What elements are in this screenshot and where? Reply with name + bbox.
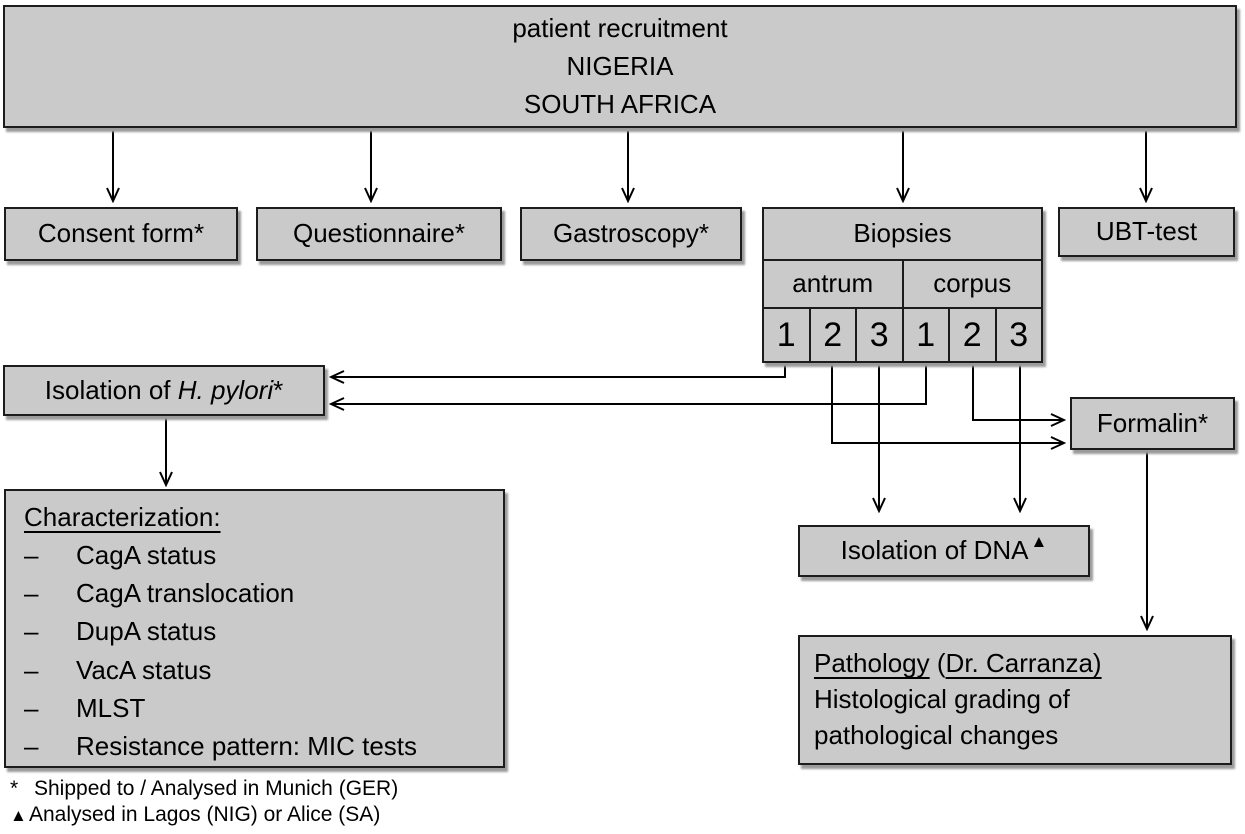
corpus-biopsy-2: 2	[950, 309, 997, 361]
footnote-asterisk: * Shipped to / Analysed in Munich (GER)	[10, 777, 398, 801]
triangle-marker: ▲	[10, 806, 27, 825]
pathology-doctor: Dr. Carranza)	[945, 648, 1102, 679]
arrow-corpus2-to-formalin	[972, 363, 1064, 420]
consent-form-label: Consent form*	[37, 218, 205, 249]
characterization-item-dupa-status: – DupA status	[24, 613, 497, 651]
biopsies-table: Biopsies antrum corpus 1 2 3 1 2 3	[762, 207, 1043, 363]
biopsies-region-row: antrum corpus	[764, 261, 1041, 309]
item-label: DupA status	[76, 616, 217, 647]
patient-recruitment-box: patient recruitment NIGERIA SOUTH AFRICA	[3, 5, 1237, 128]
characterization-item-caga-translocation: – CagA translocation	[24, 575, 497, 613]
pathology-separator: (	[929, 648, 946, 679]
dash-bullet: –	[24, 731, 39, 762]
antrum-biopsy-3: 3	[857, 309, 904, 361]
consent-form-box: Consent form*	[4, 207, 238, 261]
isolation-dna-label: Isolation of DNA	[840, 535, 1029, 566]
characterization-item-vaca-status: – VacA status	[24, 651, 497, 689]
dash-bullet: –	[24, 578, 39, 609]
dash-bullet: –	[24, 692, 39, 723]
item-label: Resistance pattern: MIC tests	[76, 731, 418, 762]
antrum-biopsy-1: 1	[764, 309, 811, 361]
corpus-biopsy-1: 1	[904, 309, 950, 361]
ubt-test-box: UBT-test	[1058, 207, 1235, 257]
characterization-item-resistance: – Resistance pattern: MIC tests	[24, 728, 497, 766]
region-antrum: antrum	[764, 261, 904, 307]
biopsies-title: Biopsies	[853, 218, 952, 249]
formalin-label: Formalin*	[1096, 407, 1209, 438]
characterization-item-mlst: – MLST	[24, 689, 497, 727]
pathology-line2: Histological grading of	[814, 684, 1070, 715]
item-label: CagA status	[76, 539, 217, 570]
footnote-triangle: ▲ Analysed in Lagos (NIG) or Alice (SA)	[10, 803, 380, 827]
region-corpus: corpus	[933, 268, 1012, 299]
footnote-triangle-text: Analysed in Lagos (NIG) or Alice (SA)	[29, 803, 381, 826]
questionnaire-label: Questionnaire*	[293, 218, 465, 249]
item-label: MLST	[76, 692, 146, 723]
biopsies-cell-row: 1 2 3 1 2 3	[764, 309, 1041, 361]
pathology-title: Pathology	[814, 648, 930, 679]
item-label: CagA translocation	[76, 578, 295, 609]
recruitment-country-south-africa: SOUTH AFRICA	[523, 88, 717, 119]
questionnaire-box: Questionnaire*	[256, 207, 502, 261]
pathology-line3: pathological changes	[814, 720, 1059, 751]
dash-bullet: –	[24, 654, 39, 685]
recruitment-country-nigeria: NIGERIA	[566, 50, 674, 81]
antrum-biopsy-2: 2	[811, 309, 857, 361]
dash-bullet: –	[24, 539, 39, 570]
gastroscopy-box: Gastroscopy*	[520, 207, 742, 261]
recruitment-title: patient recruitment	[512, 12, 728, 43]
ubt-test-label: UBT-test	[1095, 216, 1198, 247]
pathology-title-line: Pathology (Dr. Carranza)	[814, 646, 1222, 682]
dash-bullet: –	[24, 616, 39, 647]
isolation-hpylori-label: Isolation of H. pylori*	[44, 374, 284, 405]
characterization-heading: Characterization:	[24, 501, 221, 532]
asterisk-marker: *	[10, 777, 19, 800]
characterization-box: Characterization: – CagA status – CagA t…	[4, 489, 505, 768]
corpus-biopsy-3: 3	[1009, 315, 1029, 354]
triangle-footnote-marker: ▲	[1030, 531, 1048, 551]
characterization-item-caga-status: – CagA status	[24, 536, 497, 574]
isolation-dna-box: Isolation of DNA▲	[798, 525, 1090, 577]
arrow-corpus1-to-hpylori	[331, 363, 927, 404]
item-label: VacA status	[76, 654, 212, 685]
arrow-antrum2-to-formalin	[831, 363, 1064, 443]
formalin-box: Formalin*	[1070, 397, 1235, 450]
hpylori-species-italic: H. pylori	[177, 374, 274, 405]
biopsies-header: Biopsies	[764, 209, 1041, 261]
gastroscopy-label: Gastroscopy*	[552, 218, 710, 249]
footnote-asterisk-text: Shipped to / Analysed in Munich (GER)	[34, 777, 399, 800]
pathology-box: Pathology (Dr. Carranza) Histological gr…	[798, 635, 1232, 765]
isolation-hpylori-box: Isolation of H. pylori*	[3, 365, 325, 416]
arrow-antrum1-to-hpylori	[331, 363, 786, 377]
